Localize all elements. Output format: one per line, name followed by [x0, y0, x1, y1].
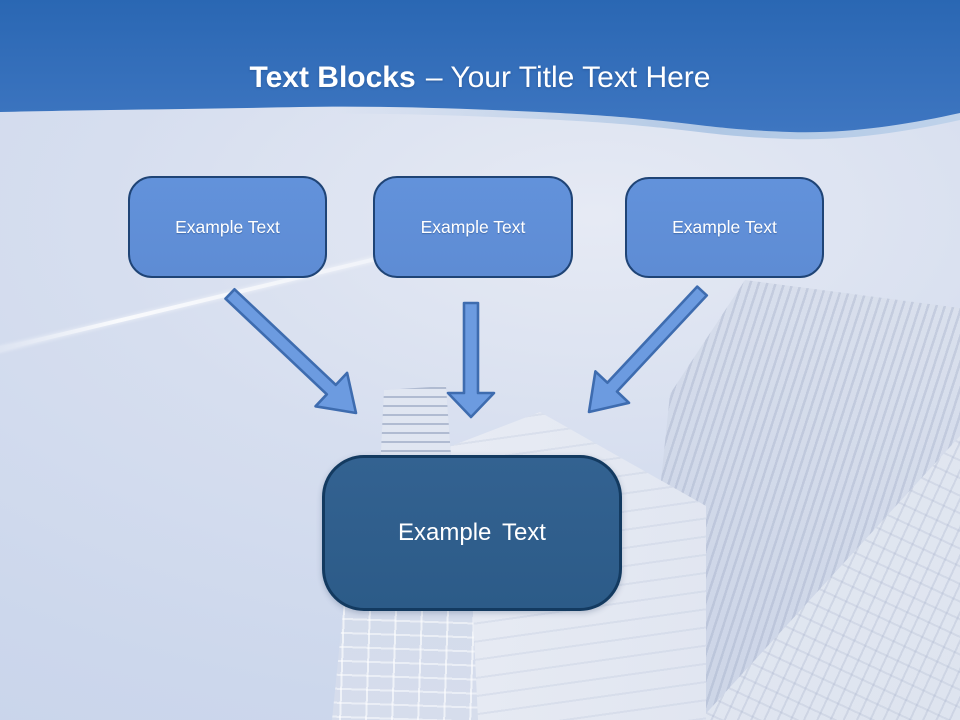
- header-wave-main: [0, 0, 960, 133]
- arrow-down-right-icon[interactable]: [224, 288, 358, 415]
- text-block-1[interactable]: Example Text: [128, 176, 327, 278]
- arrow-down-left-icon[interactable]: [587, 285, 709, 414]
- text-block-3[interactable]: Example Text: [625, 177, 824, 278]
- text-block-2-label: Example Text: [420, 216, 526, 237]
- header-wave: [0, 0, 960, 140]
- title-regular-text: – Your Title Text Here: [425, 61, 711, 94]
- arrow-down-icon[interactable]: [446, 301, 496, 419]
- text-block-1-label: Example Text: [175, 216, 280, 237]
- text-block-2[interactable]: Example Text: [373, 176, 573, 278]
- title-bold-text: Text Blocks: [249, 61, 416, 94]
- slide-title[interactable]: Text Blocks – Your Title Text Here: [0, 58, 960, 98]
- main-text-block-label: Example Text: [398, 519, 546, 546]
- main-text-block[interactable]: Example Text: [322, 455, 622, 611]
- text-block-3-label: Example Text: [672, 217, 777, 237]
